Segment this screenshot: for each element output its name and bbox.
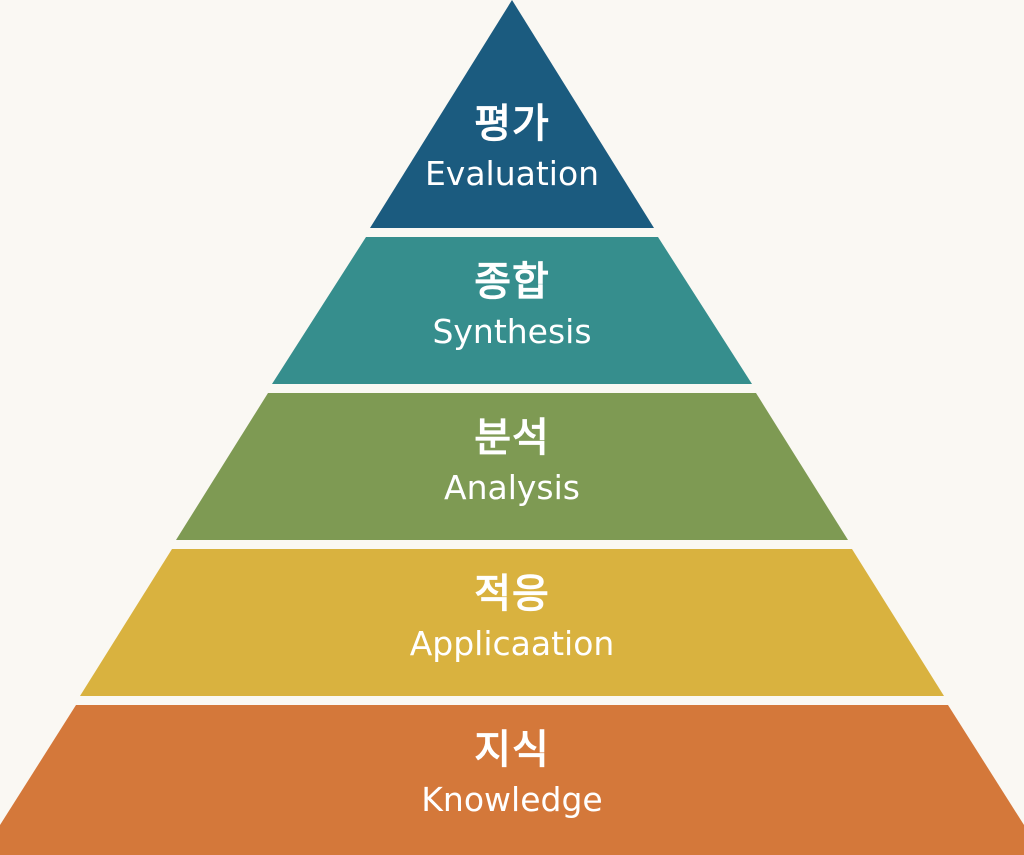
tier-evaluation-shape <box>370 0 654 228</box>
tier-application-shape <box>80 549 944 696</box>
tier-analysis-shape <box>176 393 848 540</box>
tier-synthesis-shape <box>272 237 752 384</box>
tier-knowledge-shape <box>0 705 1024 855</box>
